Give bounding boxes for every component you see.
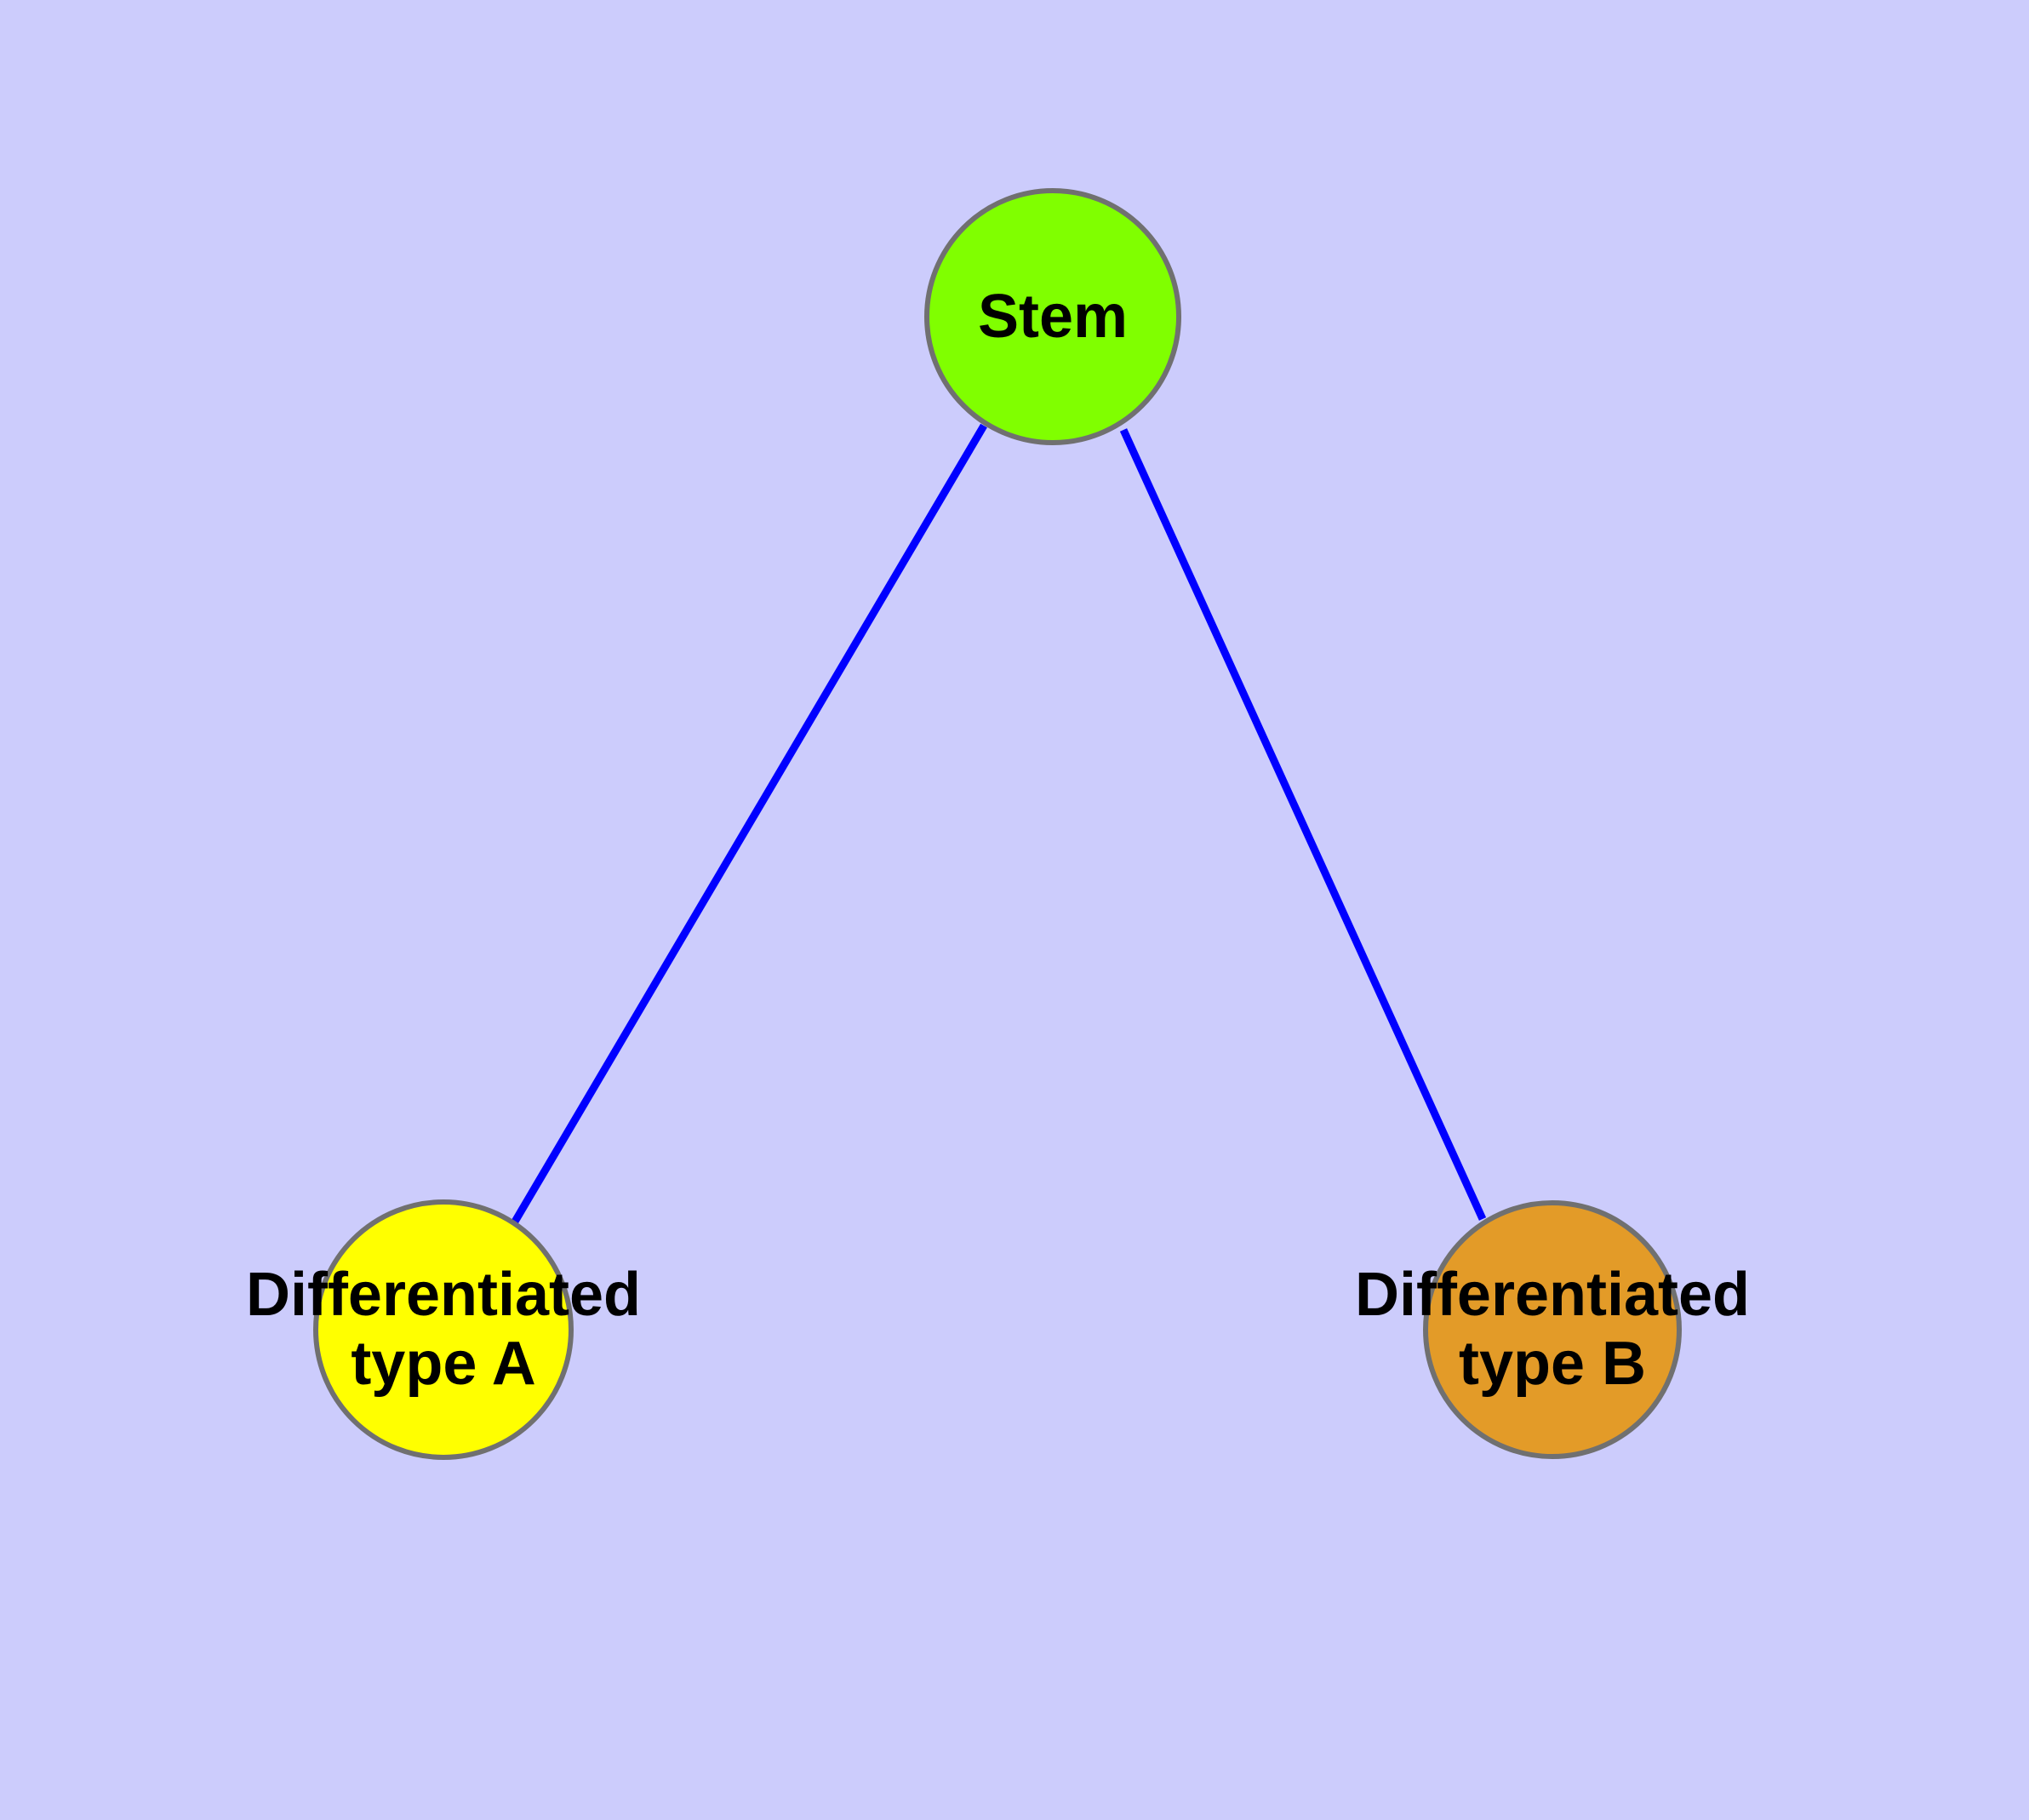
node-stem[interactable] <box>924 188 1181 445</box>
edge-stem-to-differentiated-type-a <box>512 423 987 1224</box>
node-differentiated-type-b[interactable] <box>1423 1200 1682 1459</box>
node-differentiated-type-a[interactable] <box>313 1199 574 1460</box>
edge-stem-to-differentiated-type-b <box>1119 428 1487 1221</box>
